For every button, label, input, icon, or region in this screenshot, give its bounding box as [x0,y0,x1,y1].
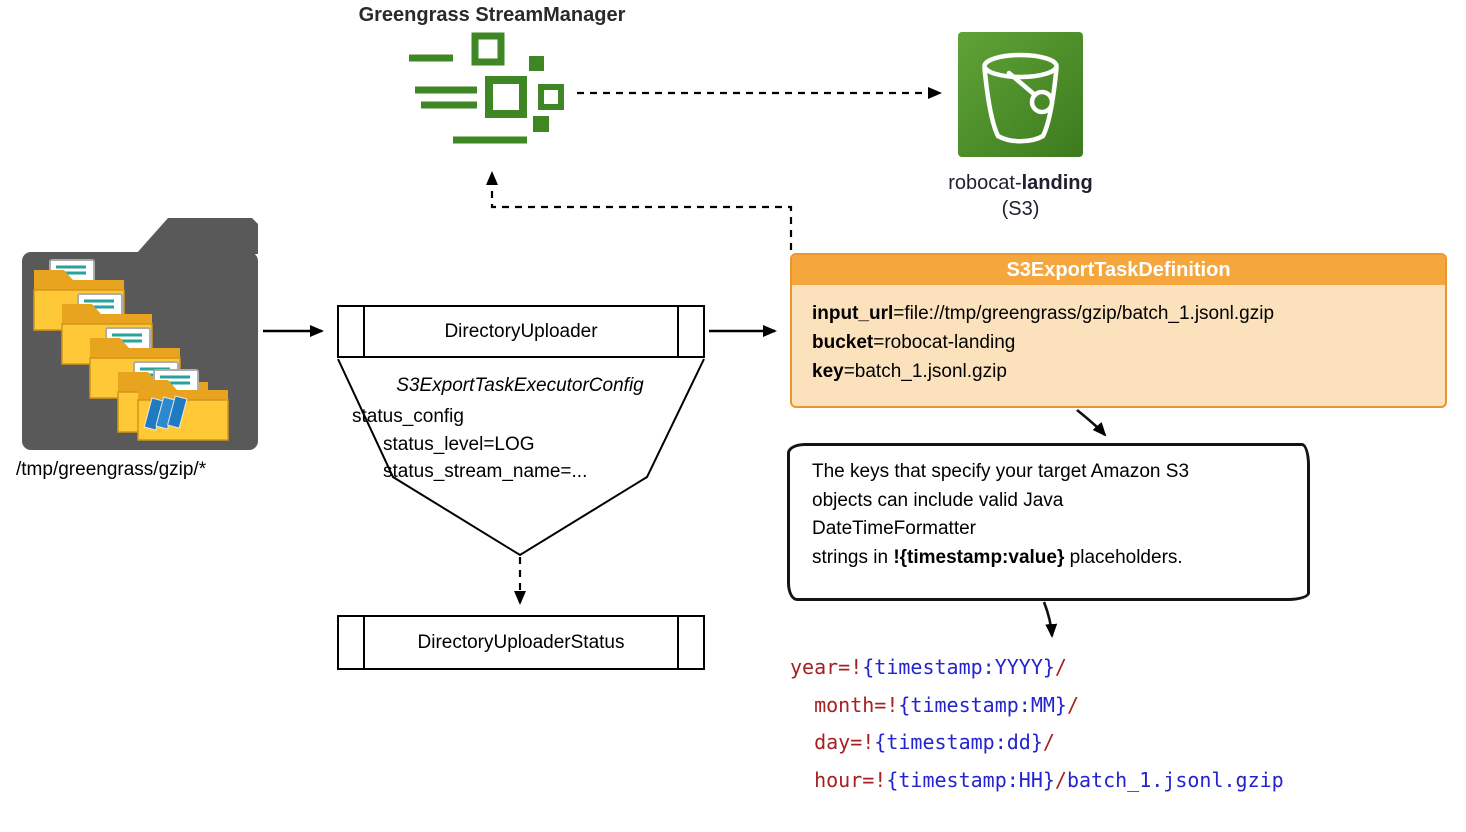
s3-export-task-definition-box: S3ExportTaskDefinition input_url=file://… [790,253,1447,408]
blue-files-stack [143,395,188,431]
directory-uploader-label: DirectoryUploader [444,320,598,342]
task-definition-fields: input_url=file://tmp/greengrass/gzip/bat… [812,303,1275,382]
greengrass-stream-manager-icon [409,32,564,144]
arrow-callout-to-code [1042,601,1058,638]
arrow-taskdef-to-streammanager [486,171,793,250]
timestamp-callout-note: The keys that specify your target Amazon… [787,443,1310,601]
task-definition-title: S3ExportTaskDefinition [792,255,1445,285]
source-folders-icon [22,218,258,450]
uml-right-bar [677,617,703,668]
uml-left-bar [339,617,365,668]
executor-config-title: S3ExportTaskExecutorConfig [396,375,644,396]
directory-uploader-box: DirectoryUploader [337,305,705,358]
s3-bucket-icon [958,32,1083,157]
uml-right-bar [677,307,703,356]
directory-uploader-status-label: DirectoryUploaderStatus [417,631,625,653]
uml-left-bar [339,307,365,356]
directory-uploader-status-box: DirectoryUploaderStatus [337,615,705,670]
s3-bucket-label: robocat-landing [948,172,1093,194]
arrow-taskdef-to-callout [1076,408,1107,437]
s3-service-label: (S3) [1001,198,1040,220]
folder-tab [136,218,258,254]
key-pattern-code: year=!{timestamp:YYYY}/ month=!{timestam… [790,655,1284,792]
diagram-title: Greengrass StreamManager [358,4,626,26]
source-folder-label: /tmp/greengrass/gzip/* [16,459,207,480]
